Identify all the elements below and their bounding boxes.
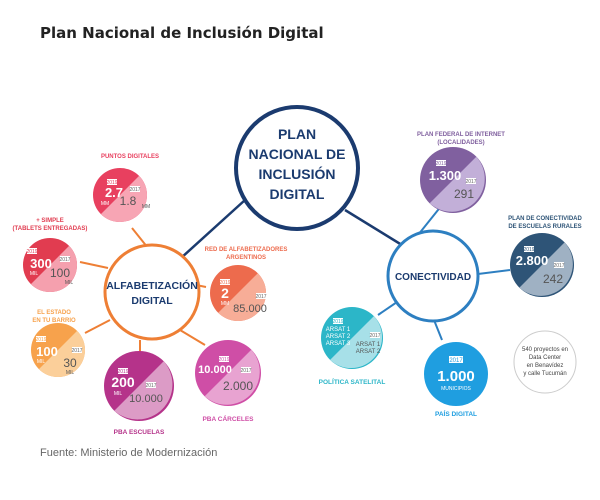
red-label-2: ARGENTINOS (226, 255, 266, 261)
satelital-2017-line-1: ARSAT 1 (356, 342, 381, 348)
connector-alfa-barrio (84, 319, 111, 334)
datacenter-line-2: Data Center (529, 355, 561, 361)
barrio-unit-2019: MIL (37, 359, 46, 365)
carceles-label-1: PBA CÁRCELES (202, 414, 254, 423)
red-value-2017: 85.000 (233, 303, 267, 315)
center-node: PLAN NACIONAL DE INCLUSIÓN DIGITAL (234, 105, 360, 231)
node-plan-federal-internet: 2019 1.300 2017 291 PLAN FEDERAL DE INTE… (417, 132, 505, 213)
rurales-label-2: DE ESCUELAS RURALES (508, 224, 581, 230)
rurales-value-2019: 2.800 (516, 253, 549, 268)
escuelas-label-1: PBA ESCUELAS (114, 429, 165, 436)
pais-year: 2017 (449, 358, 463, 364)
rurales-value-2017: 242 (543, 272, 563, 286)
center-line-4: DIGITAL (270, 186, 325, 202)
barrio-value-2019: 100 (36, 344, 58, 359)
node-politica-satelital: 2019 ARSAT 1 ARSAT 2 ARSAT 3 2017 ARSAT … (319, 307, 386, 386)
node-pba-carceles: 2019 10.000 2017 2.000 PBA CÁRCELES (195, 340, 261, 423)
red-year-2017: 2017 (255, 294, 266, 300)
escuelas-value-2019: 200 (111, 374, 135, 390)
datacenter-line-1: 540 proyectos en (522, 347, 568, 353)
connector-alfa-simple (79, 261, 109, 269)
datacenter-node: 540 proyectos en Data Center en Benavíde… (513, 330, 577, 394)
simple-unit-2019: MIL (30, 271, 39, 277)
red-unit-2019: MM (221, 301, 229, 307)
satelital-year-2017: 2017 (369, 333, 380, 339)
escuelas-unit-2019: MIL (114, 391, 123, 397)
center-line-3: INCLUSIÓN (259, 165, 336, 182)
barrio-unit-2017: MIL (66, 370, 75, 376)
satelital-2019-line-3: ARSAT 3 (326, 341, 351, 347)
connector-alfa-carceles (179, 329, 206, 346)
satelital-label-1: POLÍTICA SATELITAL (319, 377, 386, 386)
escuelas-year-2019: 2019 (117, 369, 128, 375)
federal-year-2017: 2017 (465, 179, 476, 185)
puntos-year-2017: 2017 (129, 187, 140, 193)
federal-value-2017: 291 (454, 187, 474, 201)
rurales-year-2017: 2017 (553, 263, 564, 269)
simple-year-2019: 2019 (26, 249, 37, 255)
barrio-label-2: EN TU BARRIO (32, 318, 76, 324)
puntos-label-1: PUNTOS DIGITALES (101, 154, 159, 160)
satelital-2019-line-2: ARSAT 2 (326, 334, 351, 340)
puntos-unit-2017: MM (142, 204, 150, 210)
page-title: Plan Nacional de Inclusión Digital (40, 24, 324, 42)
red-value-2019: 2 (221, 285, 229, 301)
hub-conectividad-label: CONECTIVIDAD (395, 272, 471, 283)
barrio-year-2019: 2019 (35, 337, 46, 343)
escuelas-value-2017: 10.000 (129, 393, 163, 405)
satelital-year-2019: 2019 (332, 319, 343, 325)
simple-value-2017: 100 (50, 266, 70, 280)
pais-value: 1.000 (437, 368, 475, 385)
simple-label-2: (TABLETS ENTREGADAS) (13, 226, 88, 232)
pais-unit: MUNICIPIOS (441, 386, 471, 392)
federal-label-2: (LOCALIDADES) (437, 140, 484, 146)
satelital-2017-line-2: ARSAT 2 (356, 349, 381, 355)
federal-value-2019: 1.300 (429, 168, 462, 183)
center-line-1: PLAN (278, 126, 316, 142)
satelital-2019-line-1: ARSAT 1 (326, 327, 351, 333)
source-note: Fuente: Ministerio de Modernización (40, 447, 218, 459)
node-escuelas-rurales: 2019 2.800 2017 242 PLAN DE CONECTIVIDAD… (508, 216, 583, 297)
carceles-year-2019: 2019 (218, 357, 229, 363)
simple-value-2019: 300 (30, 256, 52, 271)
puntos-unit-2019: MM (101, 201, 109, 207)
rurales-label-1: PLAN DE CONECTIVIDAD (508, 216, 582, 222)
simple-year-2017: 2017 (59, 257, 70, 263)
hub-alfabetizacion: ALFABETIZACIÓN DIGITAL (103, 243, 201, 341)
simple-label-1: + SIMPLE (36, 218, 64, 224)
datacenter-line-3: en Benavídez (527, 363, 564, 369)
puntos-year-2019: 2019 (106, 180, 117, 186)
hub-alfabetizacion-line-1: ALFABETIZACIÓN (106, 279, 198, 292)
carceles-year-2017: 2017 (240, 368, 251, 374)
carceles-value-2019: 10.000 (198, 364, 232, 376)
pais-label-1: PAÍS DIGITAL (435, 409, 477, 418)
node-pba-escuelas: 2019 200 MIL 2017 10.000 PBA ESCUELAS (104, 351, 174, 436)
node-pais-digital: 2017 1.000 MUNICIPIOS PAÍS DIGITAL (424, 342, 488, 418)
escuelas-year-2017: 2017 (145, 383, 156, 389)
federal-label-1: PLAN FEDERAL DE INTERNET (417, 132, 505, 138)
puntos-value-2017: 1.8 (120, 194, 137, 208)
red-year-2019: 2019 (219, 280, 230, 286)
puntos-value-2019: 2.7 (105, 185, 123, 200)
hub-alfabetizacion-line-2: DIGITAL (131, 295, 173, 307)
node-estado-barrio: 2019 100 MIL 2017 30 MIL EL ESTADO EN TU… (31, 310, 86, 378)
barrio-value-2017: 30 (63, 356, 77, 370)
federal-year-2019: 2019 (435, 161, 446, 167)
hub-conectividad: CONECTIVIDAD (386, 229, 480, 323)
simple-unit-2017: MIL (65, 280, 74, 286)
node-mas-simple: 2019 300 MIL 2017 100 MIL + SIMPLE (TABL… (13, 218, 88, 293)
carceles-value-2017: 2.000 (223, 379, 253, 393)
connector-center-conectividad (344, 208, 411, 252)
center-line-2: NACIONAL DE (249, 146, 346, 162)
node-puntos-digitales: 2019 2.7 MM 2017 1.8 MM PUNTOS DIGITALES (93, 154, 159, 223)
node-red-alfabetizadores: 2019 2 MM 2017 85.000 RED DE ALFABETIZAD… (205, 247, 288, 322)
rurales-year-2019: 2019 (523, 247, 534, 253)
barrio-label-1: EL ESTADO (37, 310, 71, 316)
red-label-1: RED DE ALFABETIZADORES (205, 247, 288, 253)
barrio-year-2017: 2017 (71, 348, 82, 354)
datacenter-line-4: y calle Tucumán (523, 371, 566, 377)
